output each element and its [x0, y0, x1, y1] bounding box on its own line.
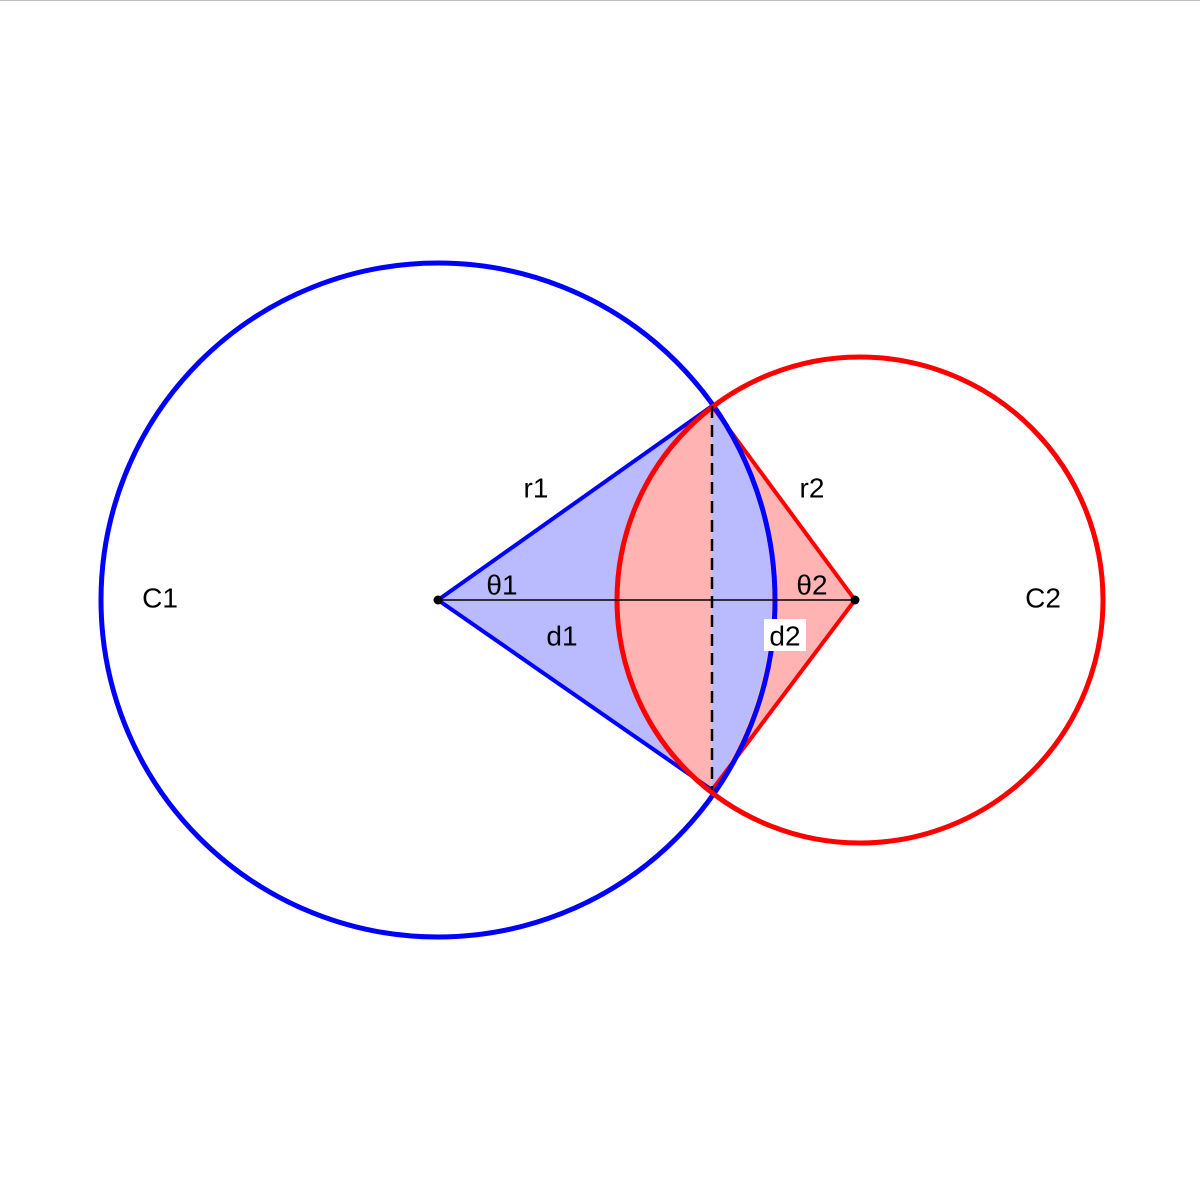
center-point-c2	[850, 595, 860, 605]
radius-line-r1-bottom	[436, 598, 714, 792]
lens-c2-segment	[617, 406, 712, 790]
top-border	[0, 0, 1200, 1]
center-point-c1	[433, 595, 443, 605]
label-theta2: θ2	[796, 570, 827, 601]
radius-line-r1-top	[436, 404, 714, 602]
lens-c1-segment	[712, 406, 773, 790]
label-d1: d1	[546, 621, 577, 652]
label-theta1: θ1	[486, 570, 517, 601]
label-c1: C1	[142, 583, 178, 614]
label-r2: r2	[800, 473, 825, 504]
label-c2: C2	[1025, 583, 1061, 614]
label-d2-background	[764, 619, 806, 651]
label-r1: r1	[524, 473, 549, 504]
label-d2: d2	[769, 621, 800, 652]
